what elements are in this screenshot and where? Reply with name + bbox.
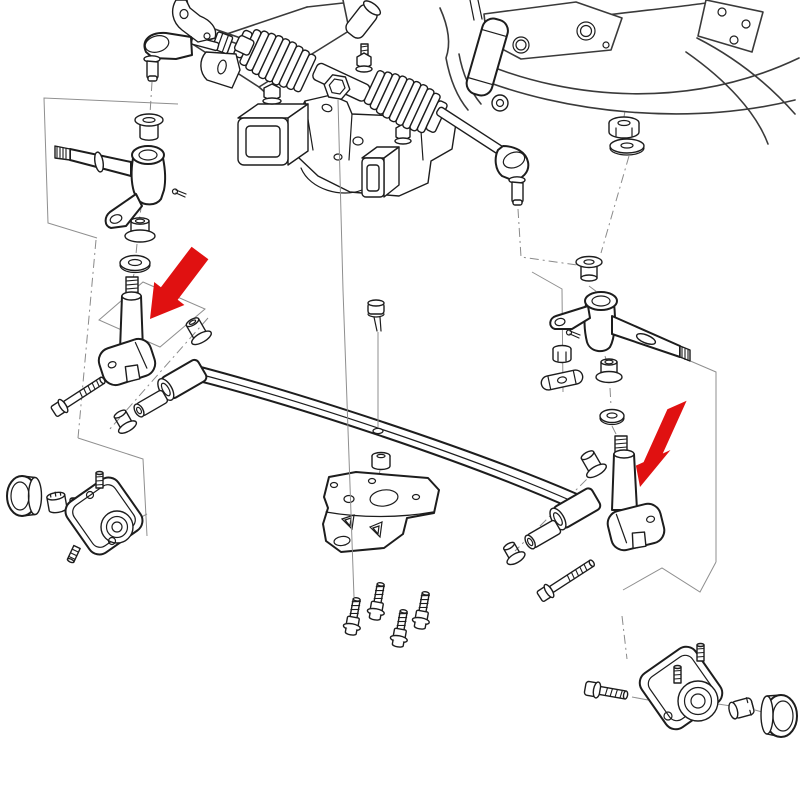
wheel-stud: [696, 642, 705, 662]
spring-center-plate: [322, 471, 440, 553]
red-arrow-left-icon: [150, 246, 209, 319]
wheel-stud: [95, 470, 104, 489]
lock-plate-right: [540, 369, 584, 391]
shock-eye: [491, 94, 509, 112]
thrust-washer-right: [599, 408, 625, 426]
center-nut: [371, 451, 391, 488]
steering-rack: [190, 0, 506, 156]
flat-washer: [609, 138, 645, 156]
pivot-bolt-left: [50, 376, 106, 417]
castle-nut-left: [46, 491, 68, 514]
steering-arm-right: [549, 305, 591, 330]
hub-bolt-right: [583, 680, 629, 700]
spindle-yoke-left: [97, 337, 157, 387]
spindle-yoke-right: [606, 502, 666, 552]
dust-cap-right: [760, 694, 798, 738]
steering-knuckle-left: [54, 145, 167, 229]
tie-rod-end-right: [494, 145, 530, 206]
kingpin-spindle-right: [611, 435, 638, 511]
frame-corner-plate: [697, 0, 764, 53]
pinion-shaft: [345, 0, 382, 39]
center-leader-line: [337, 99, 355, 598]
frame-tube-left: [237, 83, 309, 166]
dust-cap-left: [6, 475, 43, 517]
spring-eye-bushing-upper-left: [185, 317, 212, 346]
kingpin-bushing-lower-right: [595, 358, 623, 384]
mounting-screw-2: [366, 582, 385, 621]
steering-arm-top: [171, 0, 217, 43]
gusset-right: [368, 521, 383, 539]
gusset-left: [340, 514, 355, 531]
spring-eye-sleeve-right: [524, 519, 562, 550]
kingpin-bushing-lower-left: [124, 217, 156, 243]
spring-eye-tube-left: [157, 358, 208, 402]
mounting-screw-4: [411, 591, 430, 630]
castle-nut-right: [728, 697, 755, 720]
wheel-hub-left: [64, 470, 144, 564]
center-bolt: [367, 299, 385, 435]
mount-bolt-left: [262, 83, 282, 105]
spring-eye-washer-right: [502, 541, 526, 566]
steering-knuckle-right: [549, 291, 691, 362]
wheel-stud: [673, 664, 682, 684]
red-arrow-right-icon: [635, 400, 687, 487]
kingpin-bushing-upper-right: [575, 255, 603, 282]
flange-nut: [608, 116, 640, 139]
rack-bellows-left: [233, 29, 317, 93]
wheel-stud: [66, 544, 81, 564]
rack-hex-fitting: [323, 74, 351, 100]
frame-tube-right: [361, 146, 400, 198]
spring-eye-bushing-upper-right: [580, 450, 607, 479]
grease-fitting: [355, 43, 373, 73]
tie-rod-end-left: [143, 31, 193, 82]
mounting-screw-3: [389, 609, 408, 648]
pivot-bolt-right: [536, 559, 596, 602]
spring-eye-sleeve-left: [133, 389, 169, 418]
cotter-clip-left: [171, 188, 187, 198]
spring-center-hole: [372, 427, 384, 435]
spindle-nut-right: [552, 344, 572, 364]
thrust-washer-left: [119, 254, 151, 274]
kingpin-bushing-upper-left: [134, 113, 164, 141]
steering-arm-left: [104, 193, 143, 229]
callout-arrows: [150, 246, 687, 487]
shock-absorber: [465, 0, 509, 112]
spring-eye-bushing-lower-left: [113, 409, 138, 434]
rack-bellows-right: [363, 69, 448, 134]
cotter-clip-right: [565, 329, 581, 339]
mounting-screw-1: [342, 597, 361, 636]
wheel-hub-right: [638, 642, 724, 731]
